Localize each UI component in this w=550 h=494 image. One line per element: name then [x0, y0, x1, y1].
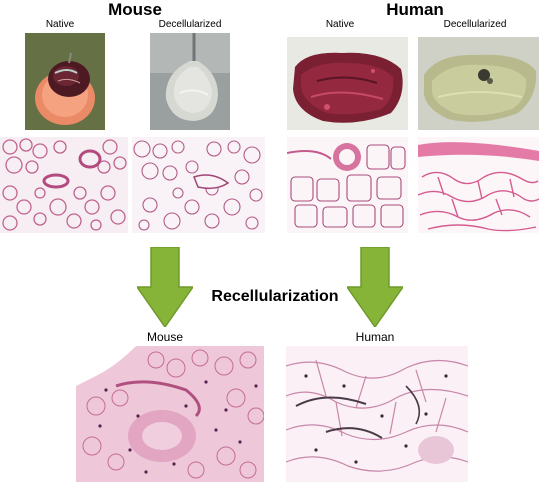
mouse-result-label: Mouse [146, 330, 184, 344]
mouse-native-histology [0, 137, 128, 233]
mouse-recell-histology [76, 346, 264, 482]
human-native-label: Native [325, 19, 355, 30]
mouse-title: Mouse [108, 0, 162, 19]
human-decell-label: Decellularized [443, 19, 507, 30]
human-native-lung-photo [287, 37, 408, 130]
mouse-native-label: Native [45, 19, 75, 30]
mouse-decell-histology [132, 137, 265, 233]
human-down-arrow [345, 246, 405, 329]
human-native-histology [287, 137, 408, 233]
human-title: Human [386, 0, 444, 19]
mouse-native-lung-photo [25, 33, 105, 130]
mouse-down-arrow [135, 246, 195, 329]
mouse-decell-label: Decellularized [158, 19, 222, 30]
human-decell-histology [418, 137, 539, 233]
human-result-label: Human [355, 330, 395, 344]
recellularization-label: Recellularization [211, 288, 339, 305]
human-decell-lung-photo [418, 37, 539, 130]
mouse-decell-lung-photo [150, 33, 230, 130]
human-recell-histology [286, 346, 468, 482]
